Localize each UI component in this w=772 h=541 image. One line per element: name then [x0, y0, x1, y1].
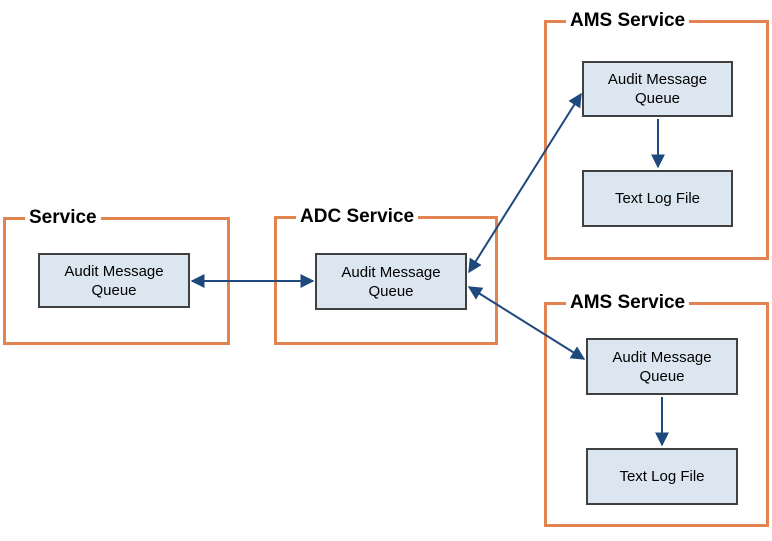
audit-message-queue-node: Audit Message Queue: [38, 253, 190, 308]
audit-message-queue-node: Audit Message Queue: [586, 338, 738, 395]
audit-message-queue-node: Audit Message Queue: [315, 253, 467, 310]
group-ams-service-top: AMS Service Audit Message Queue Text Log…: [544, 8, 769, 260]
group-title-service: Service: [25, 205, 101, 230]
text-log-file-node: Text Log File: [582, 170, 733, 227]
node-label: Audit Message Queue: [341, 263, 441, 300]
group-title-ams-service-bottom: AMS Service: [566, 290, 690, 315]
node-label: Audit Message Queue: [607, 71, 708, 107]
audit-message-queue-node: Audit Message Queue: [582, 61, 733, 117]
group-ams-service-bottom: AMS Service Audit Message Queue Text Log…: [544, 290, 769, 527]
group-title-adc-service: ADC Service: [296, 204, 419, 229]
group-service: Service Audit Message Queue: [3, 205, 230, 345]
text-log-file-node: Text Log File: [586, 448, 738, 505]
group-adc-service: ADC Service Audit Message Queue: [274, 204, 498, 345]
node-label: Audit Message Queue: [64, 262, 164, 299]
node-label: Audit Message Queue: [612, 348, 712, 385]
node-label: Text Log File: [619, 468, 705, 485]
node-label: Text Log File: [614, 190, 701, 207]
group-title-ams-service-top: AMS Service: [566, 8, 690, 33]
